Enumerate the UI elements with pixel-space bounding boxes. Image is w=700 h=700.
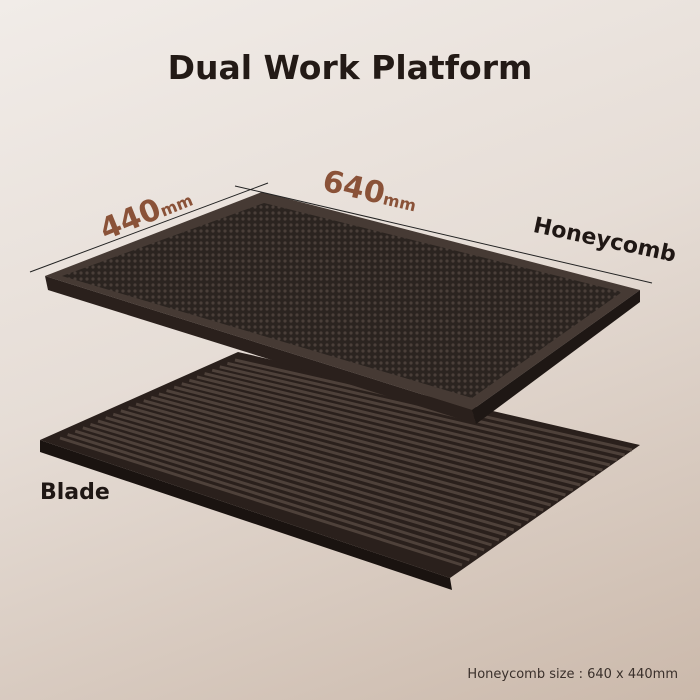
footnote: Honeycomb size : 640 x 440mm: [467, 667, 678, 682]
blade-slat: [211, 368, 611, 467]
blade-slat: [219, 365, 618, 462]
blade-slat: [158, 392, 559, 502]
blade-label: Blade: [40, 480, 110, 505]
blade-slat: [196, 375, 596, 477]
page-title: Dual Work Platform: [167, 48, 533, 87]
dimension-lines: [29, 182, 653, 284]
blade-slat: [204, 372, 603, 472]
blade-slat: [120, 409, 522, 527]
blade-platform: [40, 352, 640, 590]
blade-slat: [150, 395, 552, 507]
blade-slat: [90, 422, 492, 547]
blade-slat: [128, 406, 529, 522]
blade-slat: [97, 419, 500, 542]
blade-slat: [173, 385, 574, 492]
blade-slat: [82, 426, 485, 552]
blade-slat: [112, 412, 515, 532]
blade-slat: [59, 436, 463, 567]
blade-slat: [143, 399, 544, 512]
blade-slat: [227, 361, 625, 457]
blade-slat: [105, 416, 507, 537]
blade-slat: [181, 382, 581, 487]
blade-slat: [188, 378, 589, 482]
blade-slat: [67, 433, 470, 562]
blade-slat: [135, 402, 537, 517]
blade-slat: [74, 429, 478, 557]
honeycomb-platform: [45, 192, 640, 424]
blade-slat: [166, 389, 566, 497]
